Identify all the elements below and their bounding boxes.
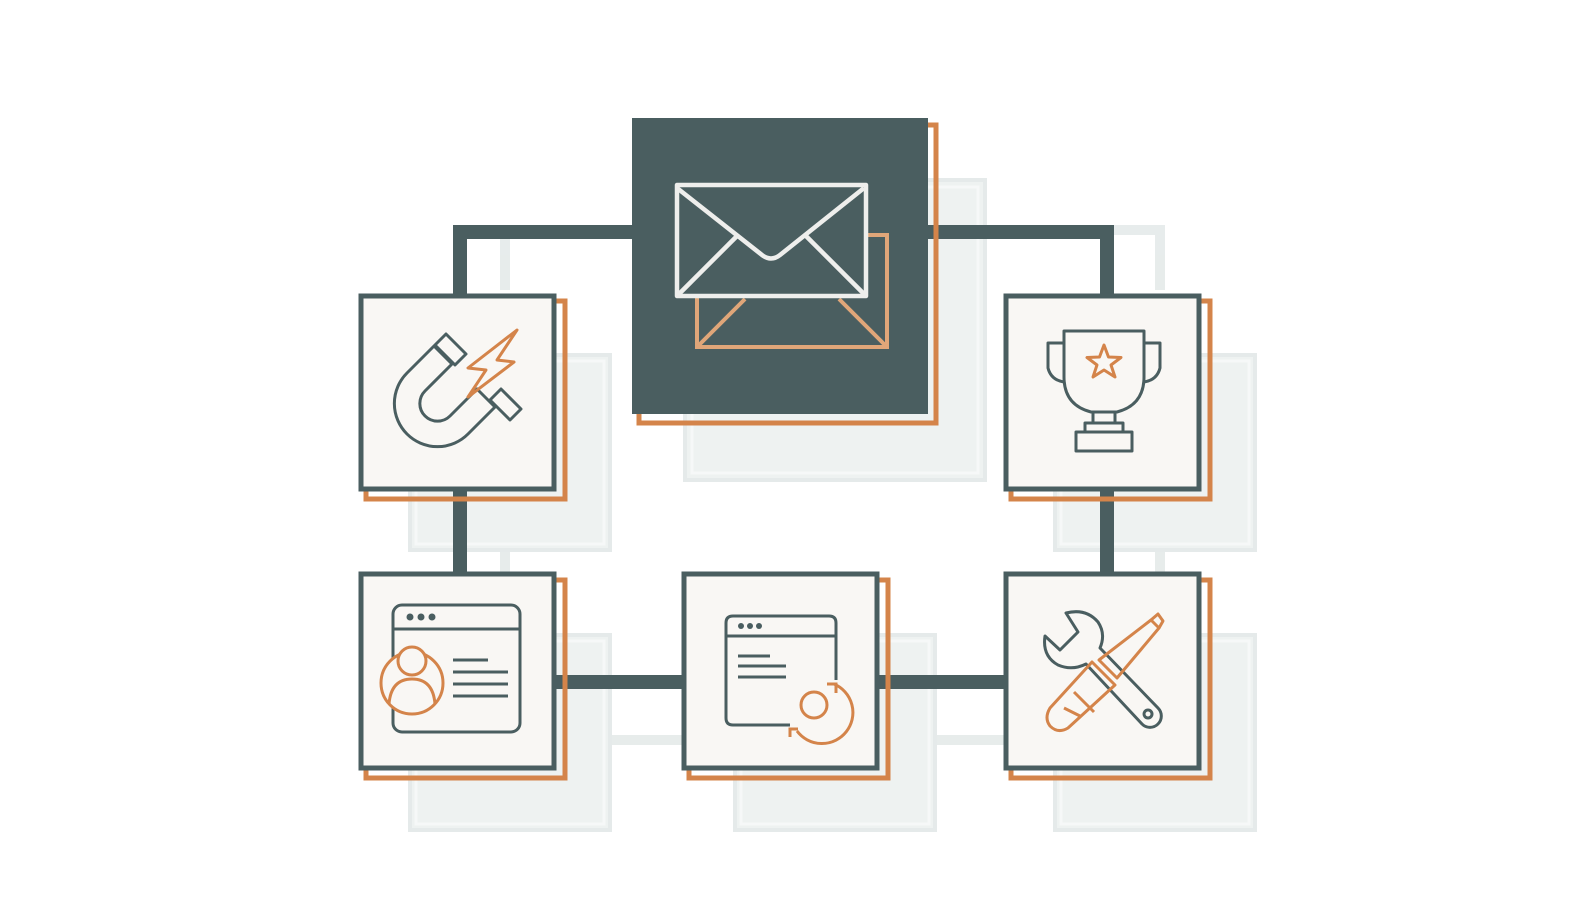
node-tools xyxy=(1003,571,1213,781)
wrench-icon xyxy=(1043,610,1163,729)
node-trophy xyxy=(1003,293,1213,502)
wrench-screwdriver-icon xyxy=(1043,610,1165,733)
star-icon xyxy=(1085,343,1123,379)
node-automation xyxy=(681,571,891,781)
refresh-icon xyxy=(788,682,855,746)
screwdriver-icon xyxy=(1045,612,1165,733)
magnet-icon xyxy=(392,328,523,449)
browser-cycle-icon xyxy=(724,614,855,746)
connector-center-left xyxy=(453,225,640,300)
connector-lines xyxy=(453,225,1114,689)
envelope-icon xyxy=(674,182,889,349)
lightning-icon xyxy=(466,328,519,399)
node-magnet xyxy=(358,293,568,502)
browser-profile-icon xyxy=(379,603,522,734)
user-icon xyxy=(379,645,445,716)
trophy-icon xyxy=(1046,329,1162,453)
node-user-profile xyxy=(358,571,568,781)
center-node-email xyxy=(632,118,939,426)
connector-center-right xyxy=(925,225,1114,300)
